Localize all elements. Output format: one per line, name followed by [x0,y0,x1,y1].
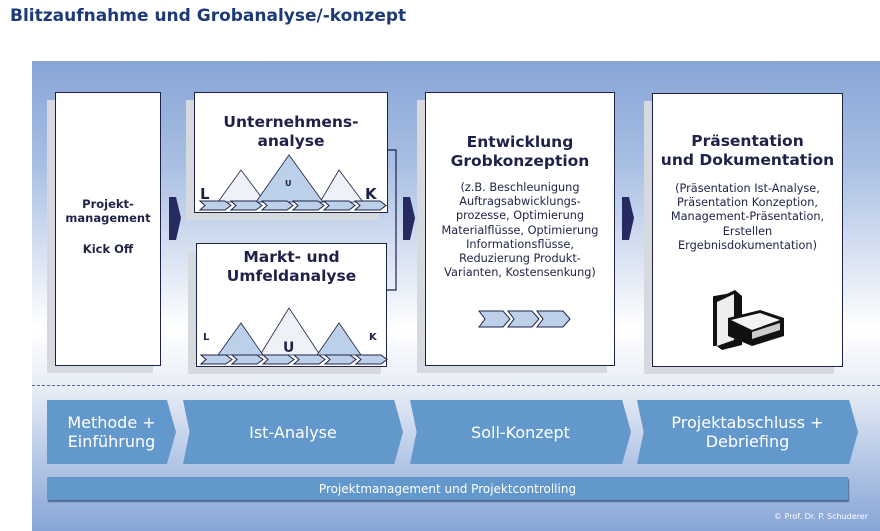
arrow-right-icon [169,197,181,240]
phase-soll-konzept: Soll-Konzept [410,400,631,464]
books-icon [713,290,784,350]
projektmanagement-bar: Projektmanagement und Projektcontrolling [47,477,848,500]
copyright: © Prof. Dr. P. Schuderer [774,512,868,521]
kickoff-box: Projekt- management Kick Off [55,92,161,366]
phase-projektabschluss: Projektabschluss +Debriefing [637,400,858,464]
connector-line [387,149,397,291]
phase-ist-analyse: Ist-Analyse [183,400,403,464]
luk-triangles-icon [200,307,388,365]
arrow-right-icon [403,197,415,240]
divider [32,385,880,386]
page-title: Blitzaufnahme und Grobanalyse/-konzept [10,6,407,26]
svg-text:U: U [283,340,294,356]
svg-text:L: L [203,332,210,343]
svg-text:U: U [285,179,292,188]
svg-text:K: K [369,332,378,343]
svg-text:K: K [365,185,378,203]
phase-methode: Methode +Einführung [47,400,176,464]
luk-triangles-icon [199,154,387,211]
svg-text:L: L [200,185,210,203]
arrow-right-icon [622,197,634,240]
process-chevrons-icon [478,310,571,328]
